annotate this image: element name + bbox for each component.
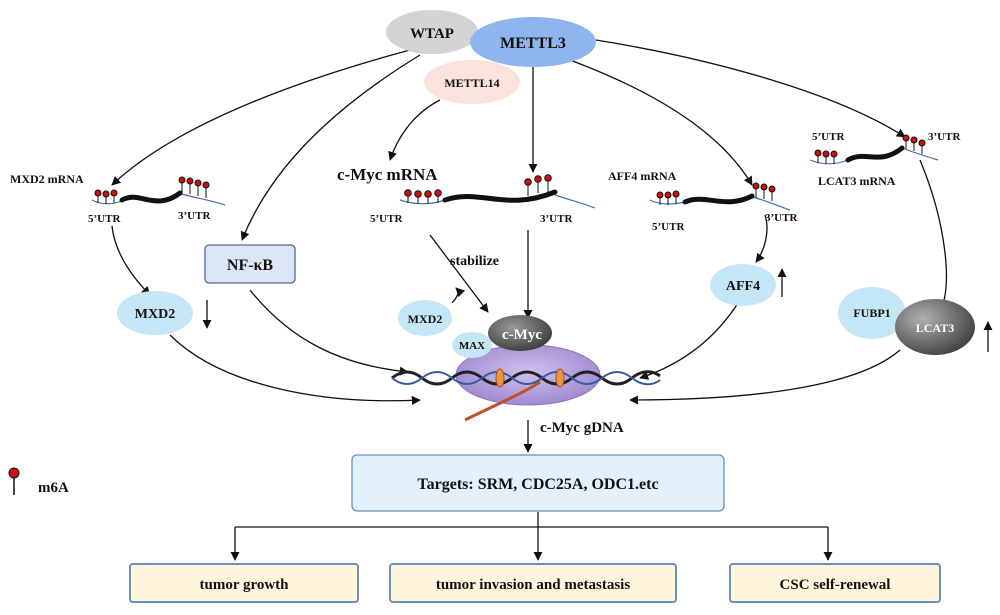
mettl14-node: METTL14 [424, 60, 520, 104]
lcat3-mrna-m6a-5 [814, 149, 838, 164]
arrow-aff4-to-complex [639, 299, 741, 380]
mxd2-mrna-3utr: 3’UTR [178, 210, 211, 222]
wtap-label: WTAP [410, 26, 454, 42]
stabilize-label: stabilize [450, 254, 499, 269]
m6a-marker-icon [8, 467, 20, 479]
mettl3-node: METTL3 [470, 17, 596, 67]
polymerase-mark-2 [555, 368, 565, 388]
fubp1-node [838, 287, 906, 339]
nfkb-label: NF-κB [227, 257, 274, 274]
max-label: MAX [459, 340, 485, 352]
arrow-mxd2-mrna-to-mxd2 [111, 225, 151, 296]
mxd2-mrna-m6a-3 [178, 176, 210, 198]
aff4-mrna-3utr: 3’UTR [765, 212, 798, 224]
cmyc-complex: MAX c-Myc MXD2 [391, 300, 661, 422]
arrow-mxd2-small [451, 287, 466, 304]
aff4-node: AFF4 [710, 264, 776, 306]
arrow-mettl3-to-aff4-mrna [569, 59, 753, 186]
aff4-mrna-body [682, 193, 755, 205]
mxd2-small-node [398, 300, 452, 336]
cmyc-mrna-3utr: 3’UTR [540, 213, 573, 225]
fubp1-label: FUBP1 [853, 306, 890, 320]
aff4-mrna: AFF4 mRNA 5’UTR 3’UTR [608, 169, 798, 233]
mettl14-label: METTL14 [444, 76, 499, 90]
arrow-nfkb-to-complex [249, 289, 409, 376]
arrow-wtap-to-nfkb [240, 54, 421, 241]
lcat3-mrna-line-thin [809, 147, 939, 165]
arrow-wtap-to-mxd2-mrna [111, 49, 411, 186]
cmyc-mrna: c-Myc mRNA 5’UTR 3’UTR [337, 165, 596, 225]
mxd2-mrna-body [119, 190, 183, 204]
arrow-mettl3-to-lcat3-mrna [595, 39, 906, 138]
cmyc-mrna-m6a-5 [404, 189, 442, 204]
outcome-label-2: CSC self-renewal [780, 577, 891, 593]
cmyc-mrna-line-thin [399, 194, 596, 209]
mxd2-mrna-m6a-5 [94, 189, 118, 204]
mxd2-mrna-5utr: 5’UTR [88, 213, 121, 225]
cmyc-mrna-5utr: 5’UTR [370, 213, 403, 225]
arrow-stabilize [429, 234, 489, 313]
mettl3-label: METTL3 [500, 35, 566, 52]
arrow-lcat3-mrna-to-lcat3 [919, 159, 948, 316]
cmyc-mrna-label: c-Myc mRNA [337, 165, 438, 184]
mxd2-node: MXD2 [117, 291, 193, 335]
targets-label: Targets: SRM, CDC25A, ODC1.etc [417, 476, 658, 493]
mxd2-mrna: MXD2 mRNA 5’UTR 3’UTR [10, 172, 226, 225]
fubp1-lcat3-complex: FUBP1 LCAT3 [838, 287, 975, 355]
mxd2-mrna-label: MXD2 mRNA [10, 172, 84, 186]
outcome-csc: CSC self-renewal [729, 563, 941, 603]
cmyc-label: c-Myc [502, 327, 542, 343]
polymerase-mark-1 [495, 368, 505, 388]
aff4-mrna-m6a-5 [656, 190, 680, 205]
arrow-aff4-mrna-to-aff4 [755, 214, 768, 263]
legend-m6a-label: m6A [38, 480, 69, 496]
lcat3-mrna-label: LCAT3 mRNA [818, 174, 896, 188]
max-node [452, 332, 492, 358]
arrow-mettl14-to-cmyc-mrna [388, 99, 441, 161]
outcome-tumor-growth: tumor growth [129, 563, 359, 603]
arrow-mxd2-to-complex [169, 334, 421, 405]
cmyc-mrna-body [442, 189, 558, 203]
arrow-lcat3-to-complex [629, 349, 901, 405]
dna-strand-a [391, 370, 661, 386]
lcat3-label: LCAT3 [916, 321, 954, 335]
lcat3-mrna-body [845, 145, 905, 163]
lcat3-mrna-m6a-3 [902, 134, 926, 154]
outcome-invasion: tumor invasion and metastasis [389, 563, 677, 603]
cmyc-node [488, 315, 552, 351]
lcat3-mrna-5utr: 5’UTR [812, 131, 845, 143]
mxd2-small-label: MXD2 [408, 312, 443, 326]
nfkb-node: NF-κB [204, 244, 296, 284]
wtap-node: WTAP [386, 10, 478, 54]
aff4-mrna-m6a-3 [752, 182, 776, 201]
mxd2-label: MXD2 [135, 307, 175, 322]
lcat3-node [895, 299, 975, 355]
cmyc-mrna-m6a-3 [524, 174, 552, 196]
targets-box: Targets: SRM, CDC25A, ODC1.etc [351, 454, 725, 512]
transcript-tail [464, 380, 541, 422]
lcat3-mrna-3utr: 3’UTR [928, 131, 961, 143]
aff4-mrna-label: AFF4 mRNA [608, 169, 677, 183]
outcome-label-1: tumor invasion and metastasis [436, 577, 630, 593]
outcome-label-0: tumor growth [199, 577, 289, 593]
cmyc-gdna-label: c-Myc gDNA [540, 420, 624, 436]
aff4-mrna-5utr: 5’UTR [652, 221, 685, 233]
aff4-mrna-line-thin [649, 196, 791, 211]
dna-strand-b [391, 371, 661, 386]
aff4-label: AFF4 [726, 279, 760, 294]
legend-m6a: m6A [8, 467, 69, 496]
lcat3-mrna: 5’UTR 3’UTR LCAT3 mRNA [809, 131, 961, 188]
